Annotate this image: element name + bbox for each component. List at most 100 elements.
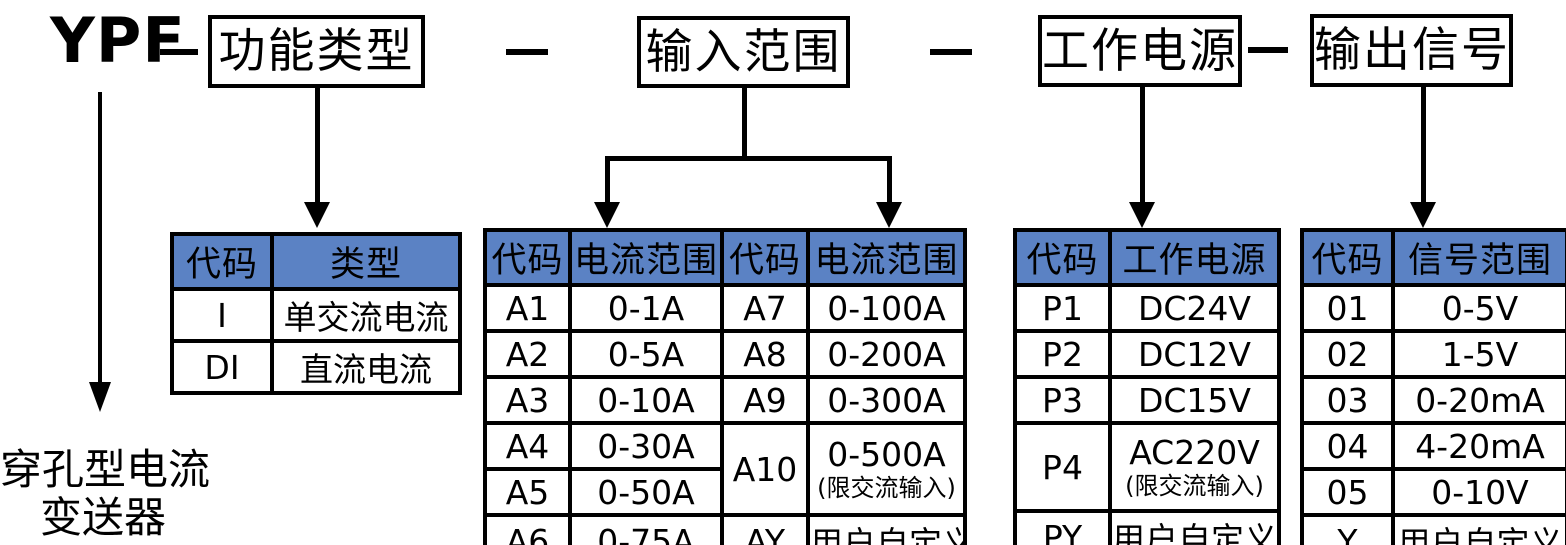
- table-row: I 单交流电流: [170, 287, 462, 343]
- value-cell: 0-100A: [806, 283, 967, 333]
- code-cell: P4: [1013, 421, 1112, 513]
- code-cell: 05: [1300, 467, 1395, 517]
- table-row: P2 DC12V: [1013, 329, 1281, 379]
- function-arrow-line: [315, 88, 320, 204]
- value-cell: 0-500A (限交流输入): [806, 421, 967, 517]
- code-cell: A8: [720, 329, 810, 379]
- column-header: 代码: [720, 228, 810, 287]
- value-cell: 0-200A: [806, 329, 967, 379]
- function-arrowhead-icon: [304, 202, 330, 228]
- column-header: 代码: [483, 228, 572, 287]
- ypf-arrow-line: [98, 92, 102, 382]
- table-row: A6 0-75A AY 用户自定义: [483, 513, 967, 545]
- code-cell: 03: [1300, 375, 1395, 425]
- table-row: A4 0-30A A10 0-500A (限交流输入): [483, 421, 967, 517]
- value-cell: 用户自定义: [1108, 509, 1281, 545]
- column-header: 电流范围: [568, 228, 724, 287]
- column-header: 工作电源: [1108, 228, 1281, 287]
- code-cell: P2: [1013, 329, 1112, 379]
- value-cell: 0-10V: [1391, 467, 1566, 517]
- table-row: 02 1-5V: [1300, 329, 1566, 379]
- value-main: 0-500A: [827, 435, 946, 474]
- input-right-arrowhead-icon: [876, 202, 902, 228]
- code-cell: A6: [483, 513, 572, 545]
- table-row: P1 DC24V: [1013, 283, 1281, 333]
- model-prefix: YPF: [50, 4, 186, 77]
- input-range-table: 代码 电流范围 代码 电流范围 A1 0-1A A7 0-100A A2 0-5…: [483, 228, 967, 545]
- table-row: A2 0-5A A8 0-200A: [483, 329, 967, 379]
- product-note-line2: 变送器: [39, 493, 166, 542]
- code-cell: P1: [1013, 283, 1112, 333]
- code-cell: A5: [483, 467, 572, 517]
- value-cell: 用户自定义: [806, 513, 967, 545]
- function-type-table: 代码 类型 I 单交流电流 DI 直流电流: [170, 232, 462, 395]
- column-header: 代码: [1300, 228, 1395, 287]
- separator-dash: [160, 49, 198, 55]
- value-cell: 0-300A: [806, 375, 967, 425]
- segment-box-input-range: 输入范围: [637, 16, 850, 88]
- value-cell: 0-75A: [568, 513, 724, 545]
- code-cell: P3: [1013, 375, 1112, 425]
- table-row: 03 0-20mA: [1300, 375, 1566, 425]
- code-cell: AY: [720, 513, 810, 545]
- code-cell: DI: [170, 339, 274, 395]
- value-cell: 0-10A: [568, 375, 724, 425]
- table-row: DI 直流电流: [170, 339, 462, 395]
- value-cell: DC12V: [1108, 329, 1281, 379]
- power-supply-table: 代码 工作电源 P1 DC24V P2 DC12V P3 DC15V P4 AC…: [1013, 228, 1281, 545]
- value-cell: 0-1A: [568, 283, 724, 333]
- table-row: Y 用户自定义: [1300, 513, 1566, 545]
- separator-dash: [506, 49, 548, 55]
- output-arrowhead-icon: [1410, 202, 1436, 228]
- column-header: 电流范围: [806, 228, 967, 287]
- column-header: 代码: [170, 232, 274, 291]
- code-cell: 02: [1300, 329, 1395, 379]
- product-note-line1: 穿孔型电流: [0, 445, 211, 494]
- output-signal-table: 代码 信号范围 01 0-5V 02 1-5V 03 0-20mA 04 4-2…: [1300, 228, 1566, 545]
- input-left-arrowhead-icon: [594, 202, 620, 228]
- value-cell: 直流电流: [270, 339, 462, 395]
- value-cell: 1-5V: [1391, 329, 1566, 379]
- value-cell: 0-5A: [568, 329, 724, 379]
- ypf-arrowhead-icon: [89, 382, 111, 412]
- value-main: AC220V: [1129, 433, 1260, 472]
- output-arrow-line: [1421, 83, 1426, 204]
- value-cell: AC220V (限交流输入): [1108, 421, 1281, 513]
- code-cell: A7: [720, 283, 810, 333]
- table-row: A3 0-10A A9 0-300A: [483, 375, 967, 425]
- column-header: 信号范围: [1391, 228, 1566, 287]
- value-cell: 用户自定义: [1391, 513, 1566, 545]
- code-cell: Y: [1300, 513, 1395, 545]
- separator-dash: [1248, 47, 1288, 53]
- column-header: 代码: [1013, 228, 1112, 287]
- product-note: 穿孔型电流 变送器: [0, 445, 211, 542]
- value-cell: 0-30A: [568, 421, 724, 471]
- table-row: P3 DC15V: [1013, 375, 1281, 425]
- value-cell: 0-50A: [568, 467, 724, 517]
- table-row: A1 0-1A A7 0-100A: [483, 283, 967, 333]
- code-cell: PY: [1013, 509, 1112, 545]
- input-arrow-right-line: [887, 156, 892, 204]
- value-note: (限交流输入): [817, 474, 956, 502]
- table-row: 04 4-20mA: [1300, 421, 1566, 471]
- value-note: (限交流输入): [1125, 472, 1264, 500]
- code-cell: 01: [1300, 283, 1395, 333]
- code-cell: A3: [483, 375, 572, 425]
- table-row: PY 用户自定义: [1013, 509, 1281, 545]
- input-arrow-stem: [742, 84, 747, 161]
- column-header: 类型: [270, 232, 462, 291]
- input-arrow-crossbar: [605, 156, 892, 161]
- segment-box-power-supply: 工作电源: [1038, 15, 1242, 87]
- table-row: P4 AC220V (限交流输入): [1013, 421, 1281, 513]
- code-cell: A9: [720, 375, 810, 425]
- table-row: 05 0-10V: [1300, 467, 1566, 517]
- separator-dash: [930, 49, 972, 55]
- segment-box-function-type: 功能类型: [208, 15, 425, 88]
- input-arrow-left-line: [605, 156, 610, 204]
- value-cell: 4-20mA: [1391, 421, 1566, 471]
- power-arrowhead-icon: [1129, 202, 1155, 228]
- value-cell: 单交流电流: [270, 287, 462, 343]
- table-row: A5 0-50A: [483, 467, 965, 517]
- value-cell: DC15V: [1108, 375, 1281, 425]
